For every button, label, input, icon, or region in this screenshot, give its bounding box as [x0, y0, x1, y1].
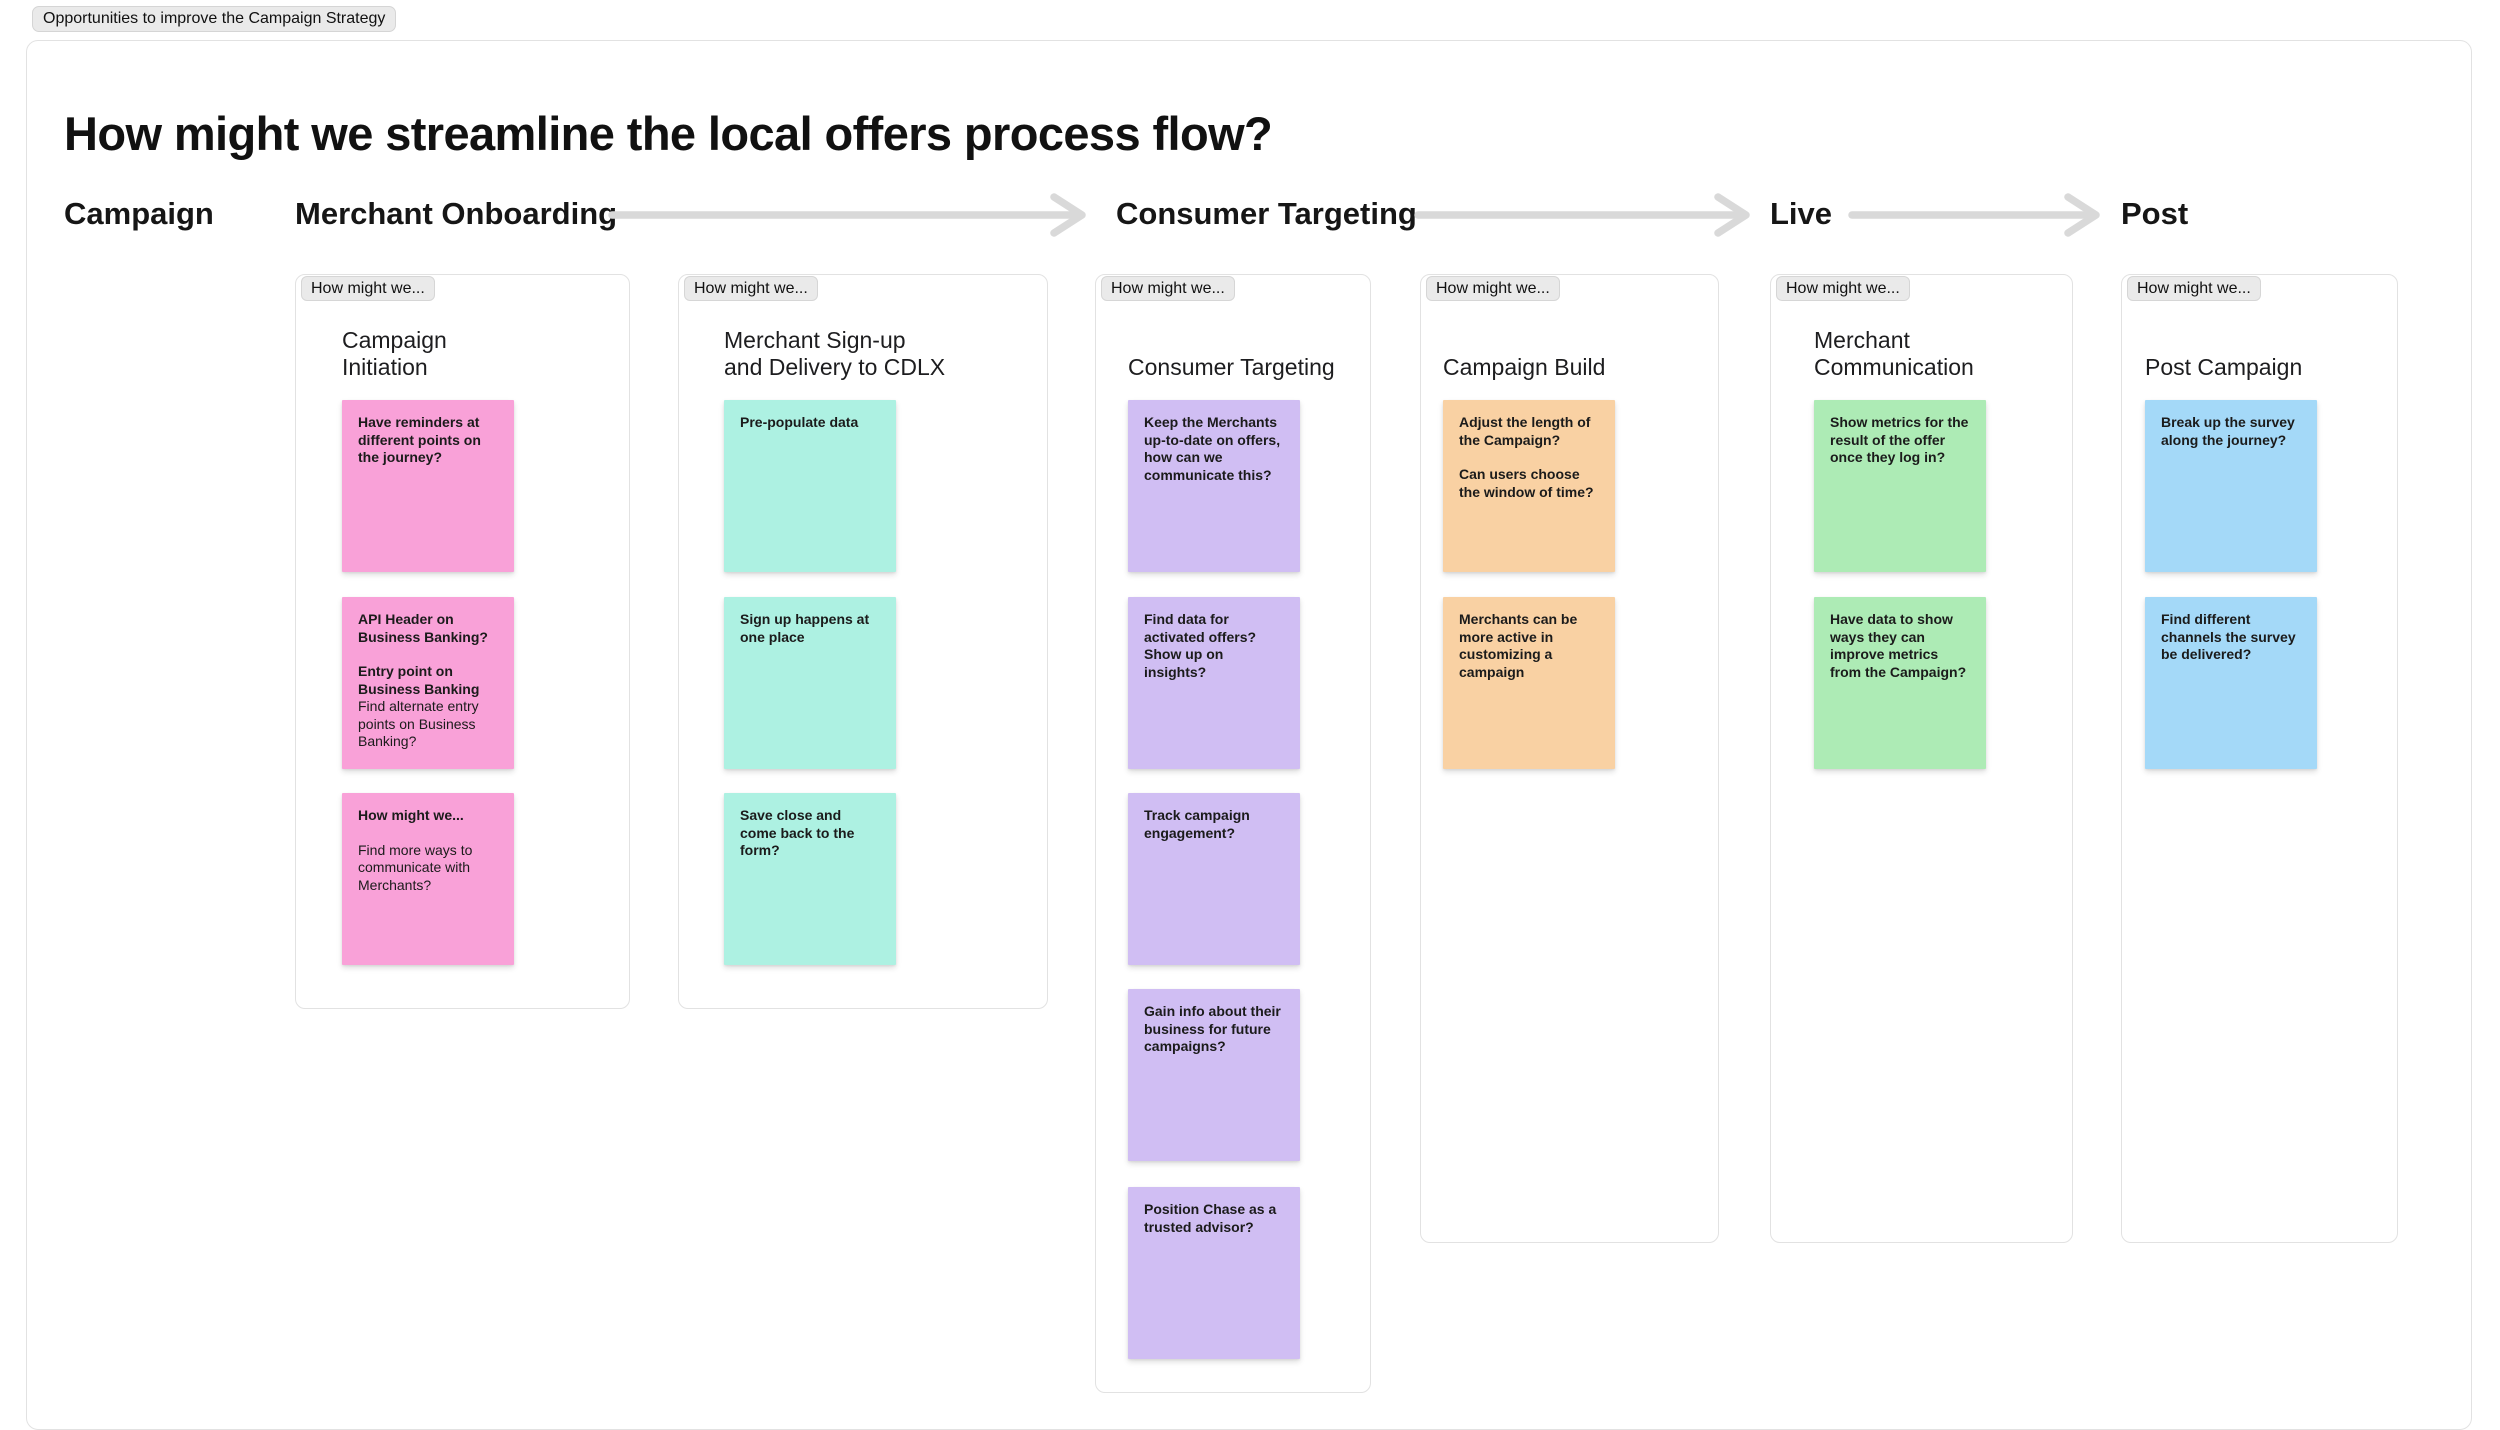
- stage-label-live[interactable]: Live: [1770, 196, 1833, 231]
- arrow-onboarding-to-targeting-icon[interactable]: [608, 192, 1090, 238]
- frame-badge[interactable]: How might we...: [301, 276, 435, 301]
- note-text: Sign up happens at one place: [740, 611, 870, 645]
- note-text: Show metrics for the result of the offer…: [1830, 414, 1969, 465]
- frame-title[interactable]: Merchant Sign-up and Delivery to CDLX: [724, 327, 946, 380]
- note-text: Break up the survey along the journey?: [2161, 414, 2295, 448]
- sticky-note[interactable]: Find data for activated offers? Show up …: [1128, 597, 1300, 769]
- note-text: Find different channels the survey be de…: [2161, 611, 2296, 662]
- sticky-note[interactable]: Have data to show ways they can improve …: [1814, 597, 1986, 769]
- sticky-note[interactable]: Keep the Merchants up-to-date on offers,…: [1128, 400, 1300, 572]
- note-text: Entry point on Business Banking: [358, 663, 480, 697]
- note-text: Track campaign engagement?: [1144, 807, 1250, 841]
- stage-label-post[interactable]: Post: [2121, 196, 2189, 231]
- frame-consumer-targeting[interactable]: How might we... Consumer Targeting Keep …: [1095, 274, 1371, 1393]
- note-text: Find more ways to communicate with Merch…: [358, 841, 473, 893]
- frame-badge[interactable]: How might we...: [1101, 276, 1235, 301]
- note-text: Adjust the length of the Campaign?: [1459, 414, 1591, 448]
- note-text: How might we...: [358, 807, 464, 823]
- sticky-note[interactable]: How might we... Find more ways to commun…: [342, 793, 514, 965]
- sticky-note[interactable]: Gain info about their business for futur…: [1128, 989, 1300, 1161]
- note-text: Merchants can be more active in customiz…: [1459, 611, 1578, 680]
- arrow-targeting-to-live-icon[interactable]: [1414, 192, 1754, 238]
- file-tab[interactable]: Opportunities to improve the Campaign St…: [32, 6, 397, 32]
- frame-title[interactable]: Campaign Build: [1443, 354, 1606, 380]
- note-text: Have reminders at different points on th…: [358, 414, 481, 465]
- sticky-note[interactable]: API Header on Business Banking? Entry po…: [342, 597, 514, 769]
- frame-badge[interactable]: How might we...: [1426, 276, 1560, 301]
- sticky-note[interactable]: Pre-populate data: [724, 400, 896, 572]
- sticky-note[interactable]: Position Chase as a trusted advisor?: [1128, 1187, 1300, 1359]
- frame-badge[interactable]: How might we...: [684, 276, 818, 301]
- note-text: Pre-populate data: [740, 414, 859, 430]
- sticky-note[interactable]: Adjust the length of the Campaign? Can u…: [1443, 400, 1615, 572]
- sticky-note[interactable]: Sign up happens at one place: [724, 597, 896, 769]
- board-title[interactable]: How might we streamline the local offers…: [64, 107, 1273, 160]
- frame-title[interactable]: Post Campaign: [2145, 354, 2303, 380]
- frame-campaign-initiation[interactable]: How might we... Campaign Initiation Have…: [295, 274, 630, 1009]
- frame-title[interactable]: Campaign Initiation: [342, 327, 447, 380]
- frame-title[interactable]: Merchant Communication: [1814, 327, 1974, 380]
- note-text: Keep the Merchants up-to-date on offers,…: [1144, 414, 1281, 483]
- frame-title[interactable]: Consumer Targeting: [1128, 354, 1335, 380]
- arrow-live-to-post-icon[interactable]: [1848, 192, 2104, 238]
- stage-label-merchant-onboarding[interactable]: Merchant Onboarding: [295, 196, 618, 231]
- note-text: Gain info about their business for futur…: [1144, 1003, 1281, 1054]
- note-text: Find alternate entry points on Business …: [358, 698, 479, 749]
- sticky-note[interactable]: Find different channels the survey be de…: [2145, 597, 2317, 769]
- sticky-note[interactable]: Save close and come back to the form?: [724, 793, 896, 965]
- note-text: Can users choose the window of time?: [1459, 466, 1594, 500]
- sticky-note[interactable]: Show metrics for the result of the offer…: [1814, 400, 1986, 572]
- note-text: API Header on Business Banking?: [358, 611, 488, 645]
- frame-badge[interactable]: How might we...: [2127, 276, 2261, 301]
- frame-merchant-communication[interactable]: How might we... Merchant Communication S…: [1770, 274, 2073, 1243]
- note-text: Have data to show ways they can improve …: [1830, 611, 1967, 680]
- stage-label-campaign[interactable]: Campaign: [64, 196, 214, 231]
- frame-post-campaign[interactable]: How might we... Post Campaign Break up t…: [2121, 274, 2398, 1243]
- sticky-note[interactable]: Have reminders at different points on th…: [342, 400, 514, 572]
- sticky-note[interactable]: Track campaign engagement?: [1128, 793, 1300, 965]
- frame-badge[interactable]: How might we...: [1776, 276, 1910, 301]
- note-text: Position Chase as a trusted advisor?: [1144, 1201, 1277, 1235]
- frame-campaign-build[interactable]: How might we... Campaign Build Adjust th…: [1420, 274, 1719, 1243]
- note-text: Save close and come back to the form?: [740, 807, 855, 858]
- frame-merchant-signup[interactable]: How might we... Merchant Sign-up and Del…: [678, 274, 1048, 1009]
- sticky-note[interactable]: Merchants can be more active in customiz…: [1443, 597, 1615, 769]
- note-text: Find data for activated offers? Show up …: [1144, 611, 1257, 680]
- stage-label-consumer-targeting[interactable]: Consumer Targeting: [1116, 196, 1417, 231]
- sticky-note[interactable]: Break up the survey along the journey?: [2145, 400, 2317, 572]
